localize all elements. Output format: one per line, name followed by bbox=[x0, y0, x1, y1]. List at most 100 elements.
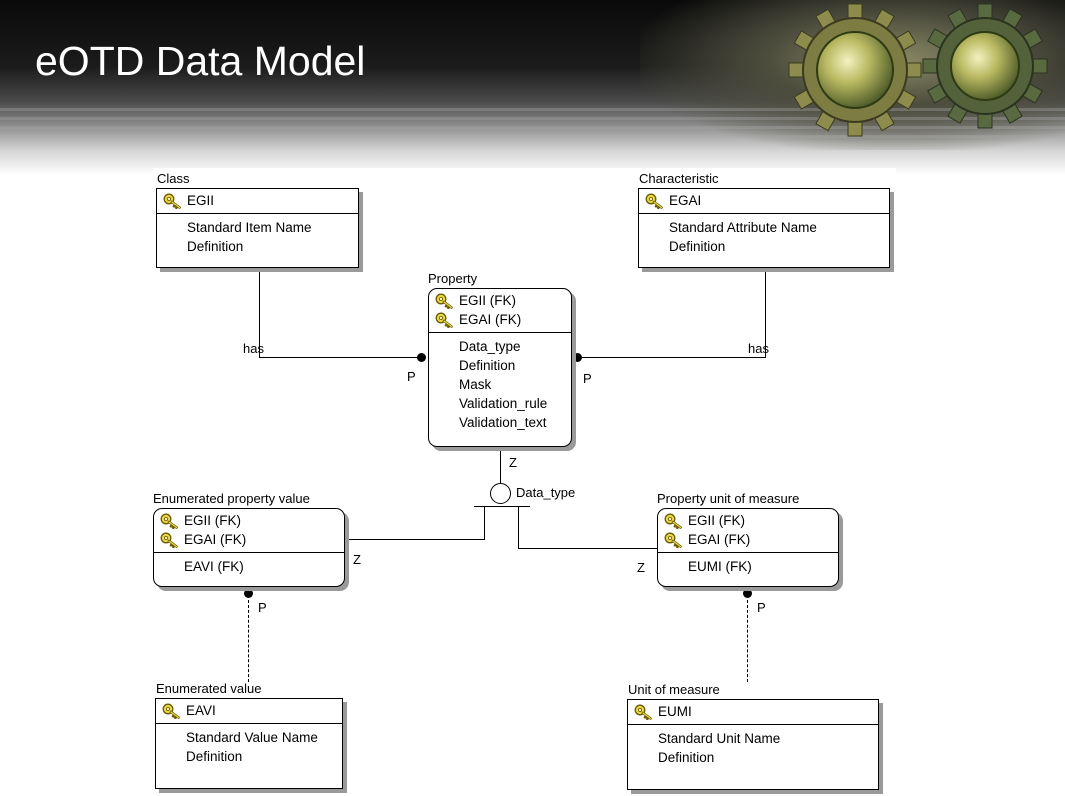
key-row: EGII bbox=[163, 191, 358, 210]
uom-entity-title: Unit of measure bbox=[628, 682, 720, 697]
uom-cardinality-label: Z bbox=[637, 560, 645, 575]
entity-keys: EGII (FK) EGAI (FK) bbox=[429, 289, 571, 333]
entity-attributes: EUMI (FK) bbox=[658, 553, 838, 576]
class-entity: EGII Standard Item Name Definition bbox=[156, 188, 359, 268]
char-relationship-label: has bbox=[748, 341, 769, 356]
key-row: EGII (FK) bbox=[664, 511, 838, 530]
header-stripe bbox=[0, 135, 1065, 138]
enum-value-entity: EAVI Standard Value Name Definition bbox=[155, 698, 343, 789]
key-row: EGAI bbox=[645, 191, 889, 210]
attribute-row: Definition bbox=[186, 749, 243, 764]
key-row: EGII (FK) bbox=[160, 511, 344, 530]
prop-uom-entity-title: Property unit of measure bbox=[657, 491, 800, 506]
char-cardinality-label: P bbox=[583, 371, 592, 386]
entity-attributes: EAVI (FK) bbox=[154, 553, 344, 576]
gears-logo-icon bbox=[788, 3, 1048, 137]
enum-prop-value-entity-title: Enumerated property value bbox=[153, 491, 310, 506]
enum-prop-value-entity: EGII (FK) EGAI (FK) EAVI (FK) bbox=[153, 508, 345, 587]
header-stripe bbox=[0, 108, 1065, 111]
enum-value-dashed-line bbox=[248, 600, 249, 682]
key-icon bbox=[435, 312, 454, 328]
enum-value-cardinality-label: P bbox=[258, 600, 267, 615]
cardinality-dot-icon bbox=[244, 589, 253, 598]
header-stripe bbox=[0, 117, 1065, 120]
entity-attributes: Standard Value Name Definition bbox=[156, 724, 342, 766]
class-connector-line bbox=[259, 269, 260, 358]
key-row: EUMI bbox=[634, 702, 878, 721]
entity-keys: EUMI bbox=[628, 700, 878, 725]
key-row: EGAI (FK) bbox=[160, 530, 344, 549]
attribute-row: Definition bbox=[187, 239, 244, 254]
attribute-row: Definition bbox=[459, 358, 516, 373]
key-icon bbox=[634, 704, 653, 720]
property-entity-title: Property bbox=[428, 271, 478, 286]
entity-attributes: Data_type Definition Mask Validation_rul… bbox=[429, 333, 571, 432]
class-relationship-label: has bbox=[243, 341, 264, 356]
attribute-row: Mask bbox=[459, 377, 492, 392]
key-label: EGII (FK) bbox=[459, 293, 516, 308]
key-icon bbox=[664, 532, 683, 548]
entity-attributes: Standard Item Name Definition bbox=[157, 214, 358, 256]
key-row: EAVI bbox=[162, 701, 342, 720]
key-label: EGII bbox=[187, 193, 215, 208]
class-connector-line bbox=[259, 357, 422, 358]
key-icon bbox=[645, 193, 664, 209]
key-label: EAVI bbox=[186, 703, 216, 718]
cardinality-dot-icon bbox=[573, 353, 582, 362]
uom-value-cardinality-label: P bbox=[757, 600, 766, 615]
attribute-row: Validation_rule bbox=[459, 396, 548, 411]
attribute-row: Validation_text bbox=[459, 415, 547, 430]
cardinality-dot-icon bbox=[417, 353, 426, 362]
entity-keys: EGII (FK) EGAI (FK) bbox=[658, 509, 838, 553]
attribute-row: EUMI (FK) bbox=[688, 559, 752, 574]
entity-keys: EGII bbox=[157, 189, 358, 214]
key-label: EGAI (FK) bbox=[459, 312, 522, 327]
discriminator-label: Data_type bbox=[516, 485, 576, 500]
subtype-cardinality-label: Z bbox=[509, 455, 517, 470]
key-icon bbox=[160, 513, 179, 529]
cardinality-dot-icon bbox=[743, 589, 752, 598]
key-icon bbox=[163, 193, 182, 209]
subtype-discriminator-icon bbox=[490, 483, 511, 504]
entity-keys: EGAI bbox=[639, 189, 889, 214]
uom-entity: EUMI Standard Unit Name Definition bbox=[627, 699, 879, 790]
attribute-row: Definition bbox=[658, 750, 715, 765]
key-label: EGAI bbox=[669, 193, 702, 208]
attribute-row: EAVI (FK) bbox=[184, 559, 244, 574]
key-label: EGII (FK) bbox=[688, 513, 745, 528]
attribute-row: Data_type bbox=[459, 339, 521, 354]
class-entity-title: Class bbox=[157, 171, 190, 186]
key-row: EGAI (FK) bbox=[664, 530, 838, 549]
attribute-row: Definition bbox=[669, 239, 726, 254]
uom-connector-line bbox=[518, 506, 519, 549]
key-label: EGAI (FK) bbox=[688, 532, 751, 547]
key-label: EGII (FK) bbox=[184, 513, 241, 528]
attribute-row: Standard Attribute Name bbox=[669, 220, 817, 235]
enum-cardinality-label: Z bbox=[353, 552, 361, 567]
subtype-bar bbox=[474, 506, 530, 507]
entity-attributes: Standard Unit Name Definition bbox=[628, 725, 878, 767]
enum-value-entity-title: Enumerated value bbox=[156, 681, 262, 696]
class-cardinality-label: P bbox=[407, 369, 416, 384]
key-icon bbox=[435, 293, 454, 309]
key-icon bbox=[162, 703, 181, 719]
entity-keys: EGII (FK) EGAI (FK) bbox=[154, 509, 344, 553]
property-entity: EGII (FK) EGAI (FK) Data_type Definition… bbox=[428, 288, 572, 447]
entity-attributes: Standard Attribute Name Definition bbox=[639, 214, 889, 256]
attribute-row: Standard Value Name bbox=[186, 730, 318, 745]
subtype-connector-line bbox=[500, 448, 501, 484]
page-title: eOTD Data Model bbox=[35, 38, 366, 84]
attribute-row: Standard Item Name bbox=[187, 220, 312, 235]
attribute-row: Standard Unit Name bbox=[658, 731, 781, 746]
characteristic-entity: EGAI Standard Attribute Name Definition bbox=[638, 188, 890, 268]
enum-connector-line bbox=[484, 506, 485, 540]
key-icon bbox=[160, 532, 179, 548]
key-row: EGII (FK) bbox=[435, 291, 571, 310]
key-row: EGAI (FK) bbox=[435, 310, 571, 329]
diagram-canvas bbox=[153, 168, 896, 793]
header-stripe bbox=[0, 126, 1065, 129]
uom-value-dashed-line bbox=[747, 600, 748, 682]
characteristic-entity-title: Characteristic bbox=[639, 171, 719, 186]
key-label: EGAI (FK) bbox=[184, 532, 247, 547]
uom-connector-line bbox=[518, 548, 657, 549]
